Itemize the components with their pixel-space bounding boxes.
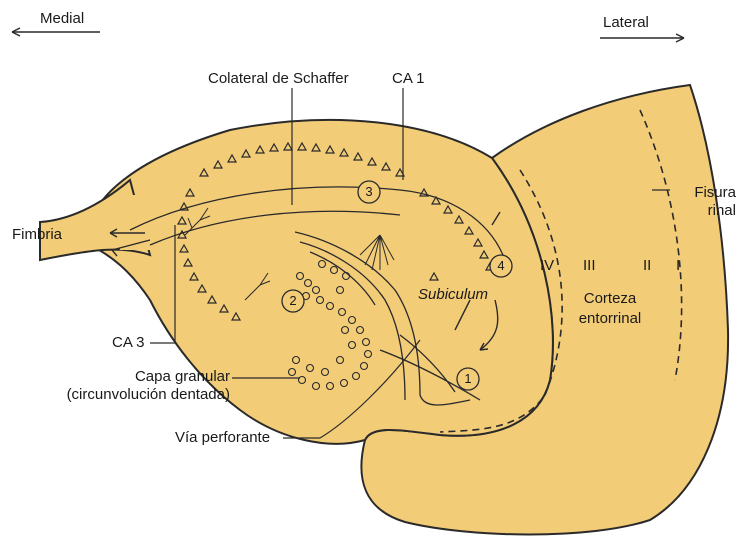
layer-iv-label: IV — [540, 257, 554, 274]
layer-iii-label: III — [583, 257, 596, 274]
subiculum-label: Subiculum — [418, 286, 488, 303]
medial-label: Medial — [40, 10, 84, 27]
fimbria-join — [118, 195, 158, 250]
step-3-label: 3 — [359, 183, 379, 200]
fimbria-label: Fimbria — [12, 226, 62, 243]
layer-i-label: I — [676, 257, 680, 274]
ca3-label: CA 3 — [112, 334, 145, 351]
corteza-line2: entorrinal — [565, 310, 655, 327]
step-2-label: 2 — [283, 292, 303, 309]
corteza-line1: Corteza — [565, 290, 655, 307]
fisura-line1: Fisura — [678, 184, 736, 201]
layer-ii-label: II — [643, 257, 651, 274]
ca1-label: CA 1 — [392, 70, 425, 87]
fisura-line2: rinal — [678, 202, 736, 219]
schaffer-label: Colateral de Schaffer — [208, 70, 349, 87]
step-1-label: 1 — [458, 370, 478, 387]
lateral-label: Lateral — [603, 14, 649, 31]
via-label: Vía perforante — [175, 429, 270, 446]
capa-line2: (circunvolución dentada) — [40, 386, 230, 403]
step-4-label: 4 — [491, 257, 511, 274]
capa-line1: Capa granular — [60, 368, 230, 385]
